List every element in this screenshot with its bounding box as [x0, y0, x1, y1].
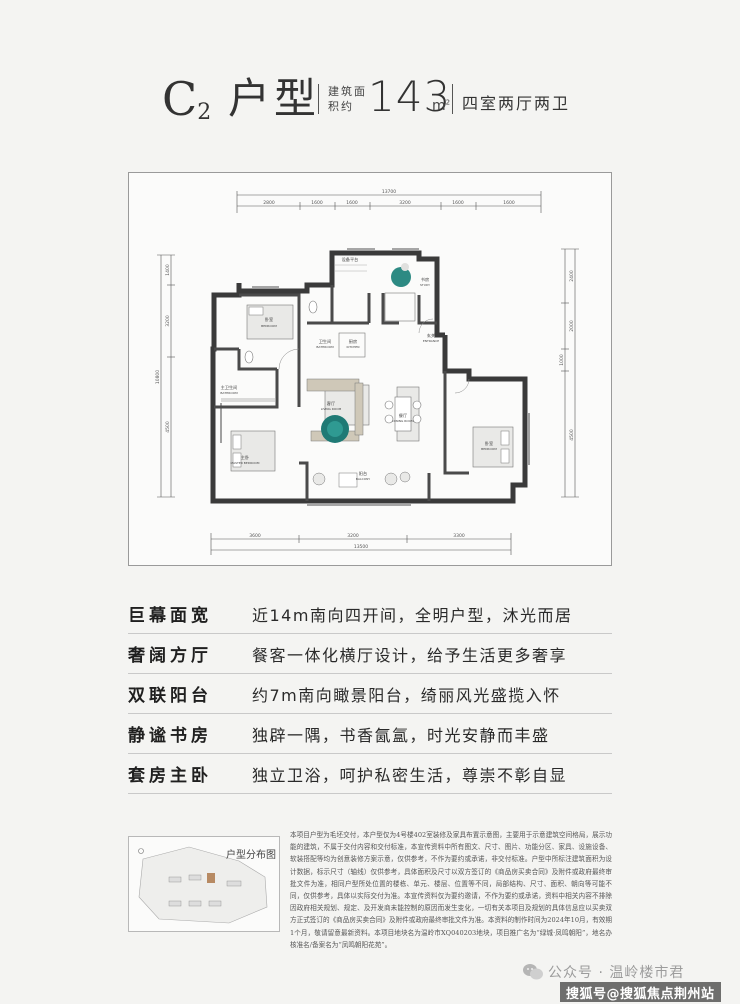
room-label-entrance-en: ENTRANCE: [423, 339, 439, 343]
room-label-dining-en: DINING ROOM: [392, 419, 414, 423]
area-value: 143: [368, 72, 452, 121]
site-map-drawing: [138, 846, 268, 924]
dim-top-4: 3200: [399, 200, 411, 206]
feature-row: 静谧书房 独辟一隅，书香氤氲，时光安静而丰盛: [128, 714, 612, 754]
feature-desc: 近14m南向四开间，全明户型，沐光而居: [252, 605, 573, 625]
feature-title: 双联阳台: [128, 686, 212, 706]
area-unit: m2: [432, 98, 451, 114]
dim-top-2: 1600: [311, 200, 323, 206]
dim-left-1: 1400: [165, 264, 171, 276]
room-label-bath-en: BATHROOM: [316, 345, 334, 349]
room-label-study-en: STUDY: [420, 283, 430, 287]
room-label-entrance: 玄关: [427, 332, 435, 339]
dim-left-2: 3200: [165, 315, 171, 327]
site-map-title: 户型分布图: [226, 850, 276, 861]
feature-row: 双联阳台 约7m南向瞰景阳台，绮丽风光盛揽入怀: [128, 674, 612, 714]
feature-row: 巨幕面宽 近14m南向四开间，全明户型，沐光而居: [128, 594, 612, 634]
feature-desc: 餐客一体化横厅设计，给予生活更多奢享: [252, 645, 568, 665]
room-label-kitchen-en: KITCHEN: [347, 345, 360, 349]
room-label-platform: 设备平台: [342, 256, 359, 263]
north-icon: [138, 848, 144, 854]
feature-desc: 独立卫浴，呵护私密生活，尊崇不彰自显: [252, 765, 568, 785]
dim-right-2: 2000: [569, 320, 575, 332]
room-label-study: 书房: [421, 276, 429, 283]
unit-type-code: C2: [162, 72, 212, 126]
floor-plan-drawing: 13700 2800 1600 1600 3200 1600 1600 3600…: [155, 189, 579, 555]
dim-top-1: 2800: [263, 200, 275, 206]
wechat-icon: [522, 963, 544, 981]
dim-top-total: 13700: [382, 189, 396, 195]
dim-bottom-2: 3200: [347, 533, 359, 539]
area-label: 建筑面积约: [328, 85, 367, 113]
source-watermark: 搜狐号@搜狐焦点荆州站: [560, 982, 721, 1002]
room-count: 四室两厅两卫: [462, 94, 571, 113]
dim-left-total: 10800: [155, 370, 161, 384]
dim-bottom-1: 3600: [249, 533, 261, 539]
feature-title: 静谧书房: [128, 726, 212, 746]
room-label-balcony-en: BALCONY: [356, 477, 370, 481]
study-chair-icon: [391, 267, 411, 287]
room-label-kitchen: 厨房: [349, 338, 357, 345]
room-label-dining: 餐厅: [399, 412, 407, 419]
dim-top-6: 1600: [503, 200, 515, 206]
header-divider: [452, 84, 453, 114]
legal-disclaimer: 本项目户型为毛坯交付，本户型仅为4号楼402室装修及家具布置示意图，主要用于示意…: [290, 831, 612, 949]
room-label-master: 主卧: [241, 454, 249, 461]
feature-title: 巨幕面宽: [128, 606, 212, 626]
room-label-bedroom-e-en: BEDROOM: [481, 447, 497, 451]
room-label-master-bath-en: BATHROOM: [220, 391, 238, 395]
room-label-bath: 卫生间: [319, 338, 332, 345]
dim-top-5: 1600: [452, 200, 464, 206]
dim-top-3: 1600: [346, 200, 358, 206]
site-distribution-map: [128, 836, 280, 932]
plan-header: C2 户型 建筑面积约 143 m2 四室两厅两卫: [0, 70, 740, 130]
header-divider: [318, 84, 319, 114]
room-label-bedroom-e: 卧室: [485, 440, 493, 447]
unit-type-label: 户型: [228, 74, 321, 123]
feature-row: 套房主卧 独立卫浴，呵护私密生活，尊崇不彰自显: [128, 754, 612, 794]
feature-row: 奢阔方厅 餐客一体化横厅设计，给予生活更多奢享: [128, 634, 612, 674]
wechat-account-watermark: 公众号 · 温岭楼市君: [522, 962, 684, 982]
feature-title: 奢阔方厅: [128, 646, 212, 666]
room-label-bedroom-nw: 卧室: [265, 316, 273, 323]
dim-left-3: 4500: [165, 421, 171, 433]
room-label-master-en: MASTER BEDROOM: [231, 461, 260, 465]
dim-right-1: 2400: [569, 270, 575, 282]
account-name: 公众号 · 温岭楼市君: [548, 965, 685, 981]
dim-bottom-3: 3300: [453, 533, 465, 539]
room-label-master-bath: 主卫生间: [221, 384, 238, 391]
unit-location-marker: [207, 873, 215, 883]
dim-bottom-total: 13500: [354, 544, 368, 550]
feature-title: 套房主卧: [128, 766, 212, 786]
dim-right-3: 1000: [559, 354, 565, 366]
feature-desc: 独辟一隅，书香氤氲，时光安静而丰盛: [252, 725, 550, 745]
room-label-bedroom-nw-en: BEDROOM: [261, 324, 277, 328]
room-label-living-en: LIVING ROOM: [321, 407, 342, 411]
dim-right-4: 4500: [569, 429, 575, 441]
feature-desc: 约7m南向瞰景阳台，绮丽风光盛揽入怀: [252, 685, 561, 705]
room-label-living: 客厅: [327, 400, 335, 407]
room-label-balcony: 阳台: [359, 470, 367, 477]
feature-list: 巨幕面宽 近14m南向四开间，全明户型，沐光而居 奢阔方厅 餐客一体化横厅设计，…: [128, 594, 612, 794]
floor-plan-frame: 13700 2800 1600 1600 3200 1600 1600 3600…: [128, 172, 612, 566]
